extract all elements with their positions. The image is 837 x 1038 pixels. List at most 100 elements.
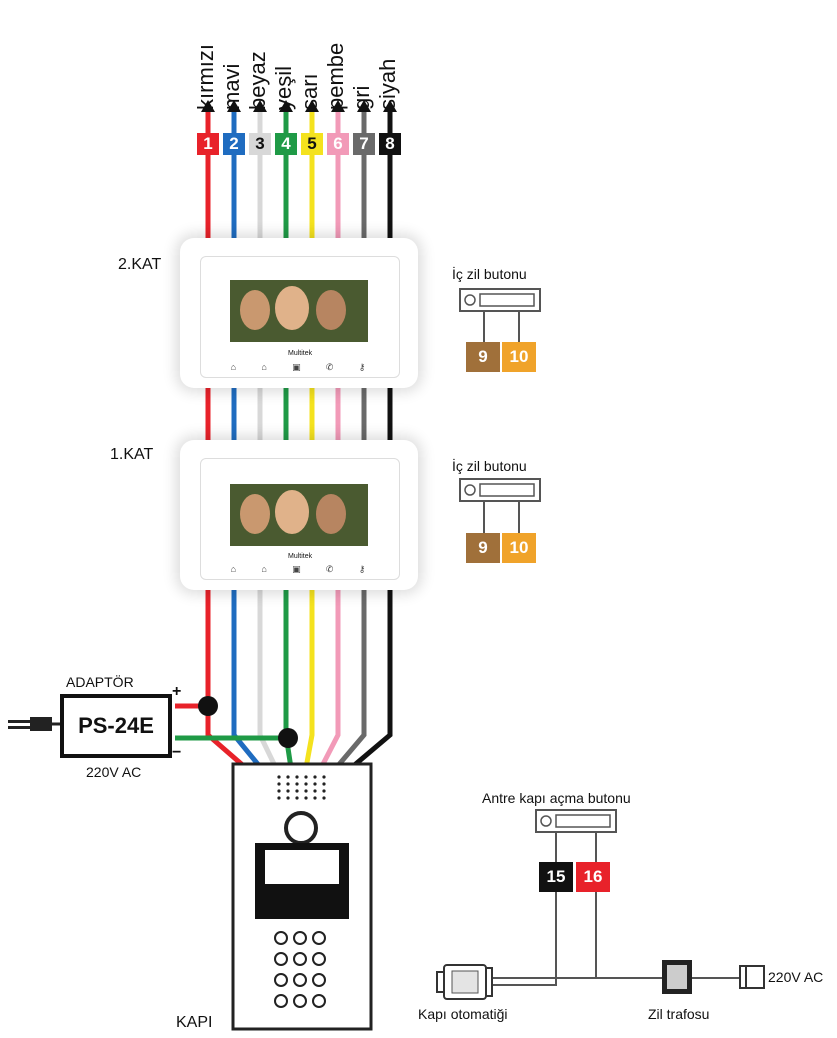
speaker-hole — [313, 782, 317, 786]
wire-bundle — [201, 100, 397, 770]
speaker-hole — [322, 789, 326, 793]
phone-icon[interactable]: ✆ — [325, 564, 334, 574]
keypad-button[interactable] — [293, 952, 307, 966]
speaker-hole — [304, 775, 308, 779]
speaker-hole — [277, 775, 281, 779]
wire-label-3: beyaz — [245, 51, 270, 110]
door-panel-label: KAPI — [176, 1014, 213, 1031]
wire-arrow-7 — [357, 100, 371, 112]
keypad-button[interactable] — [312, 973, 326, 987]
door-open-icon[interactable]: ⚷ — [358, 362, 366, 372]
terminal-10: 10 — [502, 533, 536, 563]
keypad-button[interactable] — [293, 994, 307, 1008]
keypad-button[interactable] — [293, 973, 307, 987]
speaker-hole — [277, 796, 281, 800]
keypad-button[interactable] — [293, 931, 307, 945]
mains-socket-icon — [739, 965, 765, 989]
transformer-input-label: 220V AC — [768, 969, 824, 985]
keypad-button[interactable] — [274, 973, 288, 987]
monitor-button-row: ⌂ ⌂ ▣ ✆ ⚷ — [218, 564, 378, 578]
power-plug-icon — [8, 717, 62, 731]
lock-icon[interactable]: ⌂ — [261, 564, 267, 574]
wire-tag-1: 1 — [197, 133, 219, 155]
door-panel — [231, 762, 373, 1031]
speaker-hole — [295, 789, 299, 793]
wire-label-4: yeşil — [271, 65, 296, 110]
adapter-box: PS-24E — [60, 694, 172, 758]
minus-junction-dot — [278, 728, 298, 748]
monitor-button-row: ⌂ ⌂ ▣ ✆ ⚷ — [218, 362, 378, 376]
wire-arrow-5 — [305, 100, 319, 112]
plus-junction-dot — [198, 696, 218, 716]
speaker-hole — [295, 782, 299, 786]
wire-label-8: siyah — [375, 58, 400, 110]
monitor-screen-1 — [230, 484, 368, 546]
speaker-hole — [304, 782, 308, 786]
terminal-9: 9 — [466, 342, 500, 372]
wire-tag-3: 3 — [249, 133, 271, 155]
keypad-button[interactable] — [274, 952, 288, 966]
terminal-16: 16 — [576, 862, 610, 892]
keypad-button[interactable] — [312, 931, 326, 945]
phone-icon[interactable]: ✆ — [325, 362, 334, 372]
wire-label-1: kırmızı — [193, 44, 218, 110]
speaker-hole — [277, 782, 281, 786]
floor-label-2: 2.KAT — [118, 256, 162, 273]
wire-arrow-1 — [201, 100, 215, 112]
monitor-brand: Multitek — [288, 553, 313, 560]
wire-label-5: sarı — [297, 73, 322, 110]
wire-arrow-3 — [253, 100, 267, 112]
camera-icon[interactable]: ▣ — [292, 564, 301, 574]
wire-tag-6: 6 — [327, 133, 349, 155]
camera-lens — [284, 811, 318, 845]
speaker-hole — [304, 789, 308, 793]
menu-icon[interactable]: ⌂ — [230, 362, 237, 372]
terminal-9: 9 — [466, 533, 500, 563]
wire-arrow-4 — [279, 100, 293, 112]
wire-label-7: gri — [349, 85, 374, 110]
inner-bell-button-icon-2 — [459, 288, 541, 342]
inner-bell-label-2: İç zil butonu — [452, 266, 527, 282]
adapter-title: ADAPTÖR — [66, 674, 134, 690]
speaker-hole — [286, 796, 290, 800]
keypad-button[interactable] — [312, 994, 326, 1008]
door-lock-label: Kapı otomatiği — [418, 1006, 508, 1022]
speaker-hole — [295, 796, 299, 800]
lock-icon[interactable]: ⌂ — [261, 362, 267, 372]
wire-tag-8: 8 — [379, 133, 401, 155]
inner-bell-label-1: İç zil butonu — [452, 458, 527, 474]
speaker-hole — [304, 796, 308, 800]
entrance-button-icon — [535, 809, 617, 833]
monitor-screen-2 — [230, 280, 368, 342]
bell-transformer-icon — [662, 960, 692, 994]
camera-icon[interactable]: ▣ — [292, 362, 301, 372]
speaker-hole — [286, 789, 290, 793]
speaker-hole — [322, 796, 326, 800]
wire-tag-2: 2 — [223, 133, 245, 155]
inner-bell-button-icon-1 — [459, 478, 541, 533]
wire-arrow-6 — [331, 100, 345, 112]
entrance-button-label: Antre kapı açma butonu — [482, 790, 631, 806]
door-open-icon[interactable]: ⚷ — [358, 564, 366, 574]
video-monitor-1: Multitek ⌂ ⌂ ▣ ✆ ⚷ — [180, 440, 418, 590]
speaker-hole — [322, 782, 326, 786]
adapter-plus-sign: + — [172, 683, 182, 700]
speaker-hole — [313, 796, 317, 800]
wire-tag-5: 5 — [301, 133, 323, 155]
adapter-input-label: 220V AC — [86, 764, 142, 780]
floor-label-1: 1.KAT — [110, 446, 154, 463]
video-monitor-2: Multitek ⌂⌂▣✆⚷ — [180, 238, 418, 388]
adapter-model: PS-24E — [78, 713, 154, 738]
door-lock-icon — [436, 964, 493, 1000]
keypad-button[interactable] — [274, 994, 288, 1008]
adapter-minus-sign: − — [172, 744, 182, 761]
terminal-10: 10 — [502, 342, 536, 372]
speaker-hole — [295, 775, 299, 779]
keypad-button[interactable] — [312, 952, 326, 966]
menu-icon[interactable]: ⌂ — [230, 564, 237, 574]
keypad-button[interactable] — [274, 931, 288, 945]
wire-arrow-2 — [227, 100, 241, 112]
bell-transformer-label: Zil trafosu — [648, 1006, 710, 1022]
wire-color-labels: kırmızı mavi beyaz yeşil sarı pembe gri … — [193, 0, 406, 110]
